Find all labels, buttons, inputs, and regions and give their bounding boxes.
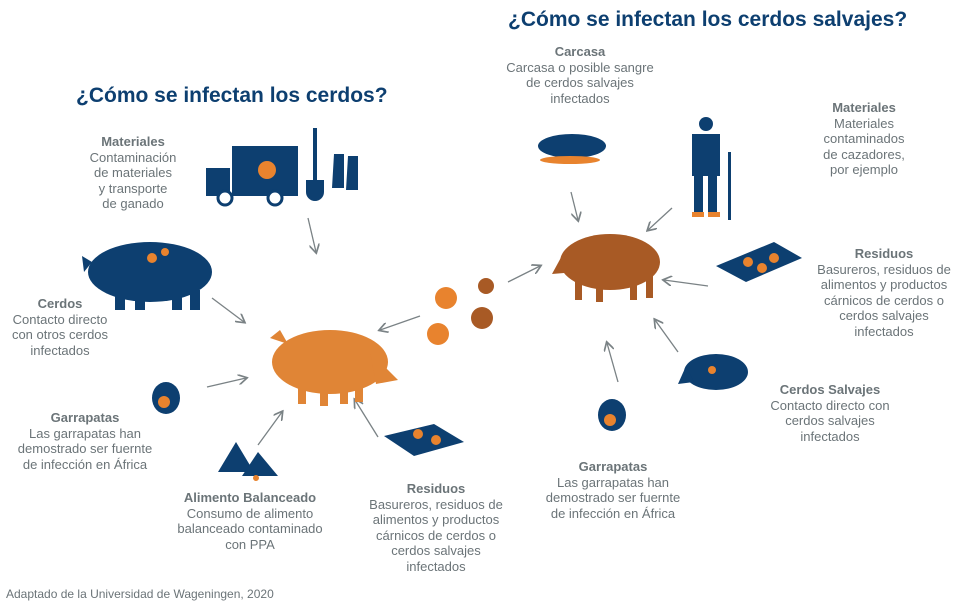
line: cárnicos de cerdos o: [824, 292, 944, 308]
block-title: Cerdos: [37, 296, 83, 311]
carcass-icon: [538, 134, 606, 164]
tick-icon-wild: [598, 399, 626, 431]
small-wild-boar-icon: [678, 354, 748, 390]
line: Basureros, residuos de: [369, 496, 503, 512]
line: de cazadores,: [823, 146, 905, 162]
wild-boar-icon: [552, 234, 660, 302]
line: Basureros, residuos de: [817, 261, 951, 277]
line: y transporte: [98, 180, 168, 196]
block-title: Garrapatas: [578, 459, 648, 474]
line: infectados: [854, 323, 914, 339]
waste-tray-icon: [384, 424, 464, 456]
virus-icons: [427, 278, 494, 345]
line: de infección en África: [22, 456, 148, 472]
line: por ejemplo: [830, 162, 898, 177]
line: cerdos salvajes: [391, 543, 481, 558]
orange-pig-icon: [270, 330, 398, 406]
waste-tray-icon-wild: [716, 242, 802, 282]
block-title: Residuos: [406, 481, 466, 496]
line: Contaminación: [89, 149, 177, 165]
line: Contacto directo: [12, 311, 108, 327]
block-title: Materiales: [101, 134, 165, 149]
line: Las garrapatas han: [28, 425, 142, 441]
line: Materiales: [834, 115, 894, 131]
line: de infección en África: [550, 505, 676, 521]
line: alimentos y productos: [820, 277, 948, 292]
blue-pig-icon: [82, 242, 212, 310]
truck-shovel-boots-icon: [206, 128, 358, 207]
line: infectados: [30, 342, 90, 358]
line: cárnicos de cerdos o: [376, 527, 496, 543]
source-footer: Adaptado de la Universidad de Wageningen…: [6, 587, 274, 601]
line: con PPA: [225, 536, 275, 552]
hunter-icon: [692, 117, 731, 220]
line: Consumo de alimento: [186, 505, 314, 521]
line: Las garrapatas han: [556, 474, 670, 490]
block-title: Cerdos Salvajes: [779, 382, 881, 397]
line: de cerdos salvajes: [526, 75, 634, 90]
line: Carcasa o posible sangre: [506, 59, 654, 75]
line: Contacto directo con: [770, 397, 890, 413]
line: contaminados: [823, 131, 905, 146]
line: demostrado ser fuernte: [17, 441, 153, 456]
block-title: Garrapatas: [50, 410, 120, 425]
line: de ganado: [102, 196, 164, 211]
feed-bags-icon: [218, 442, 278, 481]
line: de materiales: [93, 165, 173, 180]
line: infectados: [406, 558, 466, 574]
line: demostrado ser fuernte: [545, 490, 681, 505]
line: con otros cerdos: [11, 327, 109, 342]
tick-icon: [152, 382, 180, 414]
block-title: Residuos: [854, 246, 914, 261]
line: cerdos salvajes: [839, 308, 929, 323]
line: infectados: [550, 90, 610, 106]
line: alimentos y productos: [372, 512, 500, 527]
title-wild-boars: ¿Cómo se infectan los cerdos salvajes?: [508, 8, 908, 31]
line: infectados: [800, 428, 860, 444]
line: cerdos salvajes: [785, 413, 875, 428]
line: balanceado contaminado: [177, 521, 323, 536]
block-title: Carcasa: [554, 44, 606, 59]
block-title: Alimento Balanceado: [183, 490, 317, 505]
arrows: [206, 191, 709, 446]
title-pigs: ¿Cómo se infectan los cerdos?: [76, 84, 388, 107]
block-title: Materiales: [832, 100, 896, 115]
